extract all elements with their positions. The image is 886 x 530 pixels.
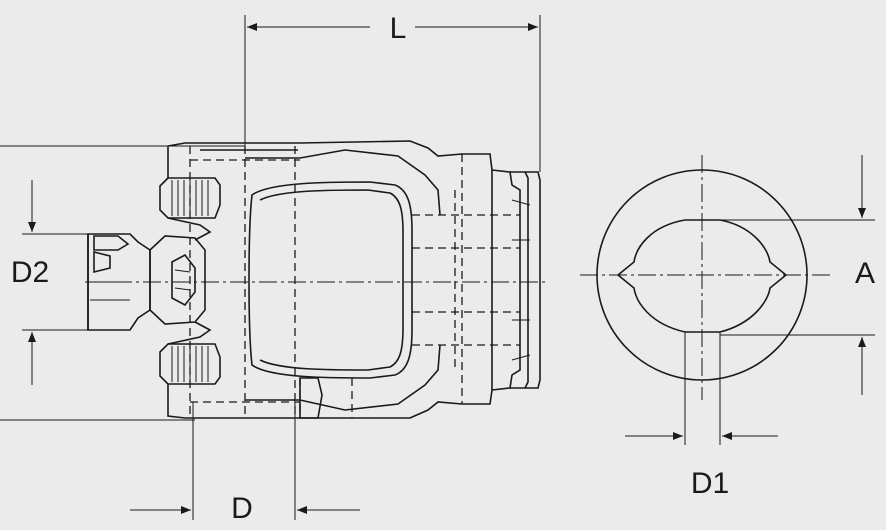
dimension-A: A <box>720 155 875 395</box>
dimension-D2: D2 <box>11 180 88 385</box>
dim-label-D: D <box>231 492 253 525</box>
dimension-L: L <box>244 12 541 172</box>
dim-label-L: L <box>390 12 407 45</box>
cross-section-view <box>580 155 830 400</box>
dimension-D: D <box>130 402 360 525</box>
dim-label-A: A <box>855 257 875 290</box>
cross-trunnion <box>149 235 206 325</box>
dim-label-D2: D2 <box>11 256 49 289</box>
flange <box>491 169 521 391</box>
dimension-D1: D1 <box>625 332 778 500</box>
bearing-cup-bottom <box>159 321 221 385</box>
yoke-window <box>248 181 413 379</box>
yoke-side-view <box>0 140 545 421</box>
dim-label-D1: D1 <box>691 467 729 500</box>
